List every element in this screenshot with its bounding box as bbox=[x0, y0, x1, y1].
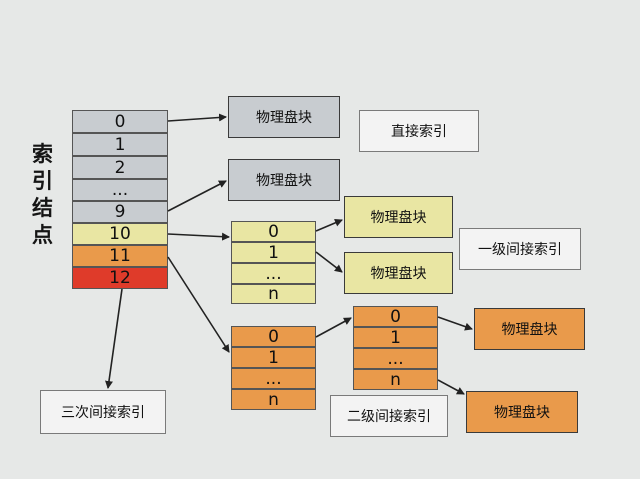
inode-cell-11: 11 bbox=[72, 245, 168, 267]
double-table1-cell: 0 bbox=[231, 326, 316, 347]
double-table1-cell: n bbox=[231, 389, 316, 410]
arrow-cell12-to-triple-label bbox=[105, 288, 123, 389]
double-table2-cell: 0 bbox=[353, 306, 438, 327]
inode-cell-1: 1 bbox=[72, 133, 168, 156]
inode-cell-9: 9 bbox=[72, 201, 168, 223]
single-table-cell: ... bbox=[231, 263, 316, 284]
inode-title-char: 索 bbox=[32, 142, 53, 166]
triple-indirect-label: 三次间接索引 bbox=[40, 390, 166, 434]
arrow-table2-n-to-block bbox=[437, 379, 465, 395]
arrow-cell9-to-direct-block bbox=[167, 180, 227, 212]
single-table-cell: 0 bbox=[231, 221, 316, 242]
arrow-single1-to-block bbox=[315, 251, 343, 273]
double-table2-cell: n bbox=[353, 369, 438, 390]
single-indirect-label: 一级间接索引 bbox=[459, 228, 581, 270]
inode-cell-0: 0 bbox=[72, 110, 168, 133]
inode-title-char: 引 bbox=[32, 169, 53, 193]
direct-block: 物理盘块 bbox=[228, 96, 340, 138]
double-table1-cell: 1 bbox=[231, 347, 316, 368]
inode-cell-12: 12 bbox=[72, 267, 168, 289]
inode-cell-ellipsis: ... bbox=[72, 179, 168, 201]
direct-index-label: 直接索引 bbox=[359, 110, 479, 152]
single-indirect-block: 物理盘块 bbox=[344, 196, 453, 238]
inode-cell-10: 10 bbox=[72, 223, 168, 245]
arrow-double0-to-table2 bbox=[315, 317, 352, 338]
double-indirect-block: 物理盘块 bbox=[466, 391, 578, 433]
double-table1-cell: ... bbox=[231, 368, 316, 389]
double-table2-cell: 1 bbox=[353, 327, 438, 348]
direct-block: 物理盘块 bbox=[228, 159, 340, 201]
double-table2-cell: ... bbox=[353, 348, 438, 369]
arrow-cell10-to-single-table bbox=[167, 232, 230, 241]
inode-cell-2: 2 bbox=[72, 156, 168, 179]
single-table-cell: 1 bbox=[231, 242, 316, 263]
inode-title-char: 点 bbox=[32, 223, 53, 247]
double-indirect-block: 物理盘块 bbox=[474, 308, 585, 350]
double-indirect-label: 二级间接索引 bbox=[330, 395, 448, 437]
arrow-single0-to-block bbox=[315, 219, 343, 232]
arrow-table2-0-to-block bbox=[437, 316, 473, 331]
arrow-cell0-to-direct-block bbox=[167, 113, 227, 122]
single-table-cell: n bbox=[231, 284, 316, 304]
inode-title-char: 结 bbox=[32, 196, 53, 220]
arrow-cell11-to-double-table bbox=[167, 256, 230, 353]
single-indirect-block: 物理盘块 bbox=[344, 252, 453, 294]
